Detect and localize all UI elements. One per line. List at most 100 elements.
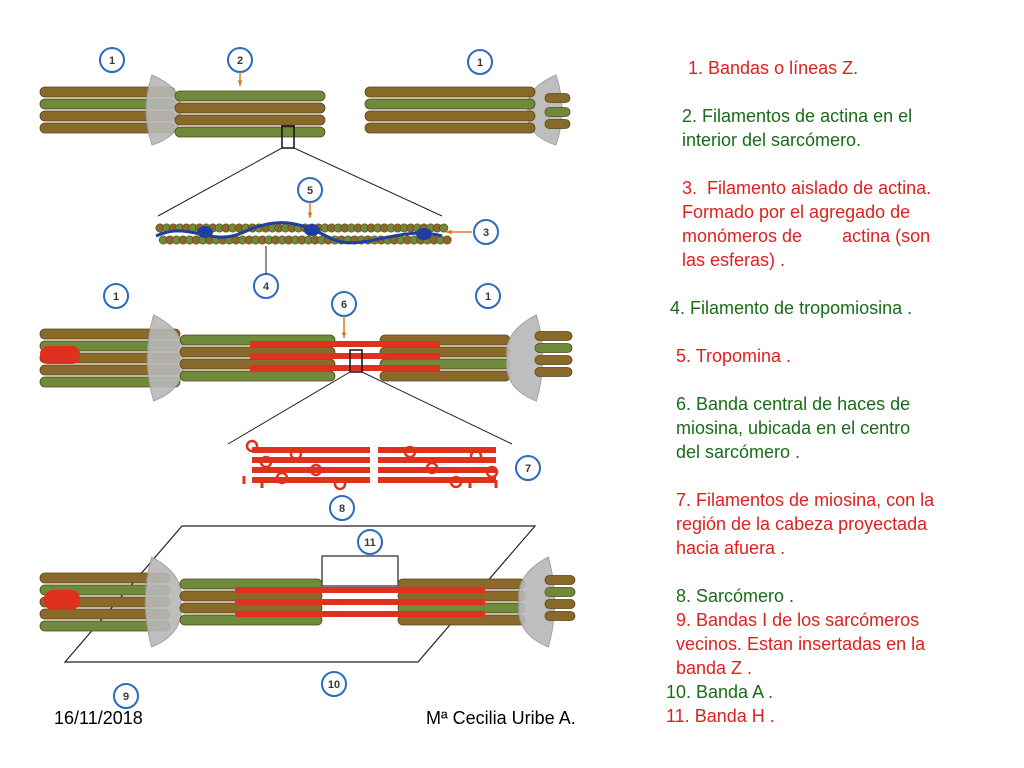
myosin-head (259, 455, 273, 469)
zoom-box-mid (349, 349, 363, 373)
myosin-filament-mid (250, 341, 440, 347)
myosin-filament (252, 477, 370, 483)
actin-filament-mid-right-outer (534, 355, 573, 365)
actin-filament-mid-right-outer (534, 343, 573, 353)
marker-m10-label: 10 (328, 679, 340, 691)
marker-m9-ring (113, 683, 139, 709)
marker-m10-ring (321, 671, 347, 697)
actin-filament-top-right-inner (364, 110, 536, 122)
actin-filament-bot-right-outer (544, 611, 576, 621)
troponin-complex (416, 228, 432, 240)
marker-m9-label: 9 (123, 691, 129, 703)
zoom-line-right-mid (361, 371, 513, 445)
legend-item-10: 10. Banda A . (666, 682, 774, 702)
actin-filament-top-right-inner (364, 122, 536, 134)
arrow-2-head (237, 80, 243, 86)
z-disc-top-left (145, 74, 181, 146)
marker-m1a-ring (99, 47, 125, 73)
actin-filament-mid-left-inner (179, 370, 336, 382)
troponin-complex (197, 226, 213, 238)
zoom-line-right-top (293, 147, 443, 217)
myosin-filament (378, 457, 496, 463)
myosin-filament-bot (235, 587, 485, 593)
legend-item-1: 1. Bandas o líneas Z. (688, 58, 859, 78)
myosin-head (469, 449, 483, 463)
actin-filament-top-inner (174, 114, 326, 126)
actin-filament-top-right-outer (544, 107, 571, 117)
actin-filament-top-inner (174, 90, 326, 102)
z-disc-mid-left (146, 314, 184, 402)
myosin-head (485, 465, 499, 479)
myosin-head (403, 445, 417, 459)
actin-filament-mid-right-outer (534, 367, 573, 377)
zoom-line-left-top (157, 147, 283, 217)
actin-filament-top-right-outer (544, 93, 571, 103)
footer-date: 16/11/2018 (54, 708, 143, 728)
band-h-outline (321, 555, 399, 587)
z-disc-bot-left (144, 556, 182, 648)
myosin-head (425, 461, 439, 475)
marker-m1d-ring (475, 283, 501, 309)
myosin-filament (378, 477, 496, 483)
myosin-filament-bot (235, 599, 485, 605)
actin-filament-mid-right-outer (534, 331, 573, 341)
troponin-complex (304, 224, 320, 236)
actin-filament-mid-right-inner (379, 370, 511, 382)
arrow-3-head (446, 229, 452, 235)
legend-item-4: 4. Filamento de tropomiosina . (670, 298, 913, 318)
myosin-fragment-bot-left (44, 590, 80, 610)
actin-filament-top-inner (174, 126, 326, 138)
legend-item-7: 7. Filamentos de miosina, con la región … (676, 490, 935, 558)
actin-filament-mid-left-outer (39, 328, 181, 340)
legend-item-8: 8. Sarcómero . (676, 586, 795, 606)
marker-m7-label: 7 (525, 463, 531, 475)
myosin-filament (252, 447, 370, 453)
arrow-5-head (307, 212, 313, 218)
myosin-head (333, 477, 347, 491)
marker-m3-ring (473, 219, 499, 245)
marker-m1a-label: 1 (109, 55, 115, 67)
marker-m6-label: 6 (341, 299, 347, 311)
myosin-head (309, 463, 323, 477)
actin-filament-bot-right-outer (544, 599, 576, 609)
footer-author: Mª Cecilia Uribe A. (426, 708, 576, 728)
zoom-line-left-mid (227, 371, 351, 445)
zoom-box-top (281, 125, 295, 149)
myosin-head (245, 439, 259, 453)
actin-monomer (442, 235, 452, 245)
marker-m11-label: 11 (364, 537, 376, 549)
marker-m1c-label: 1 (113, 291, 119, 303)
legend-item-2: 2. Filamentos de actina en el interior d… (682, 106, 913, 150)
actin-filament-top-inner (174, 102, 326, 114)
marker-m2-label: 2 (237, 55, 243, 67)
arrow-6-head (341, 332, 347, 338)
actin-monomer (439, 223, 449, 233)
marker-m1b-ring (467, 49, 493, 75)
myosin-head (449, 475, 463, 489)
legend-item-3: 3. Filamento aislado de actina. Formado … (682, 178, 932, 270)
marker-m5-label: 5 (307, 185, 313, 197)
marker-m11-ring (357, 529, 383, 555)
marker-m3-label: 3 (483, 227, 489, 239)
legend-item-9: 9. Bandas I de los sarcómeros vecinos. E… (676, 610, 926, 678)
marker-m1d-label: 1 (485, 291, 491, 303)
myosin-filament (378, 447, 496, 453)
actin-filament-top-right-outer (544, 119, 571, 129)
actin-filament-top-right-inner (364, 98, 536, 110)
myosin-head (275, 471, 289, 485)
myosin-filament-mid (250, 353, 440, 359)
legend-item-11: 11. Banda H . (666, 706, 775, 726)
legend-item-5: 5. Tropomina . (676, 346, 792, 366)
myosin-filament-mid (250, 365, 440, 371)
myosin-filament (252, 457, 370, 463)
marker-m1b-label: 1 (477, 57, 483, 69)
marker-m8-label: 8 (339, 503, 345, 515)
myosin-filament-bot (235, 611, 485, 617)
myosin-fragment-left (40, 346, 80, 364)
actin-filament-bot-right-outer (544, 587, 576, 597)
marker-m1c-ring (103, 283, 129, 309)
actin-filament-mid-left-outer (39, 376, 181, 388)
marker-m7-ring (515, 455, 541, 481)
